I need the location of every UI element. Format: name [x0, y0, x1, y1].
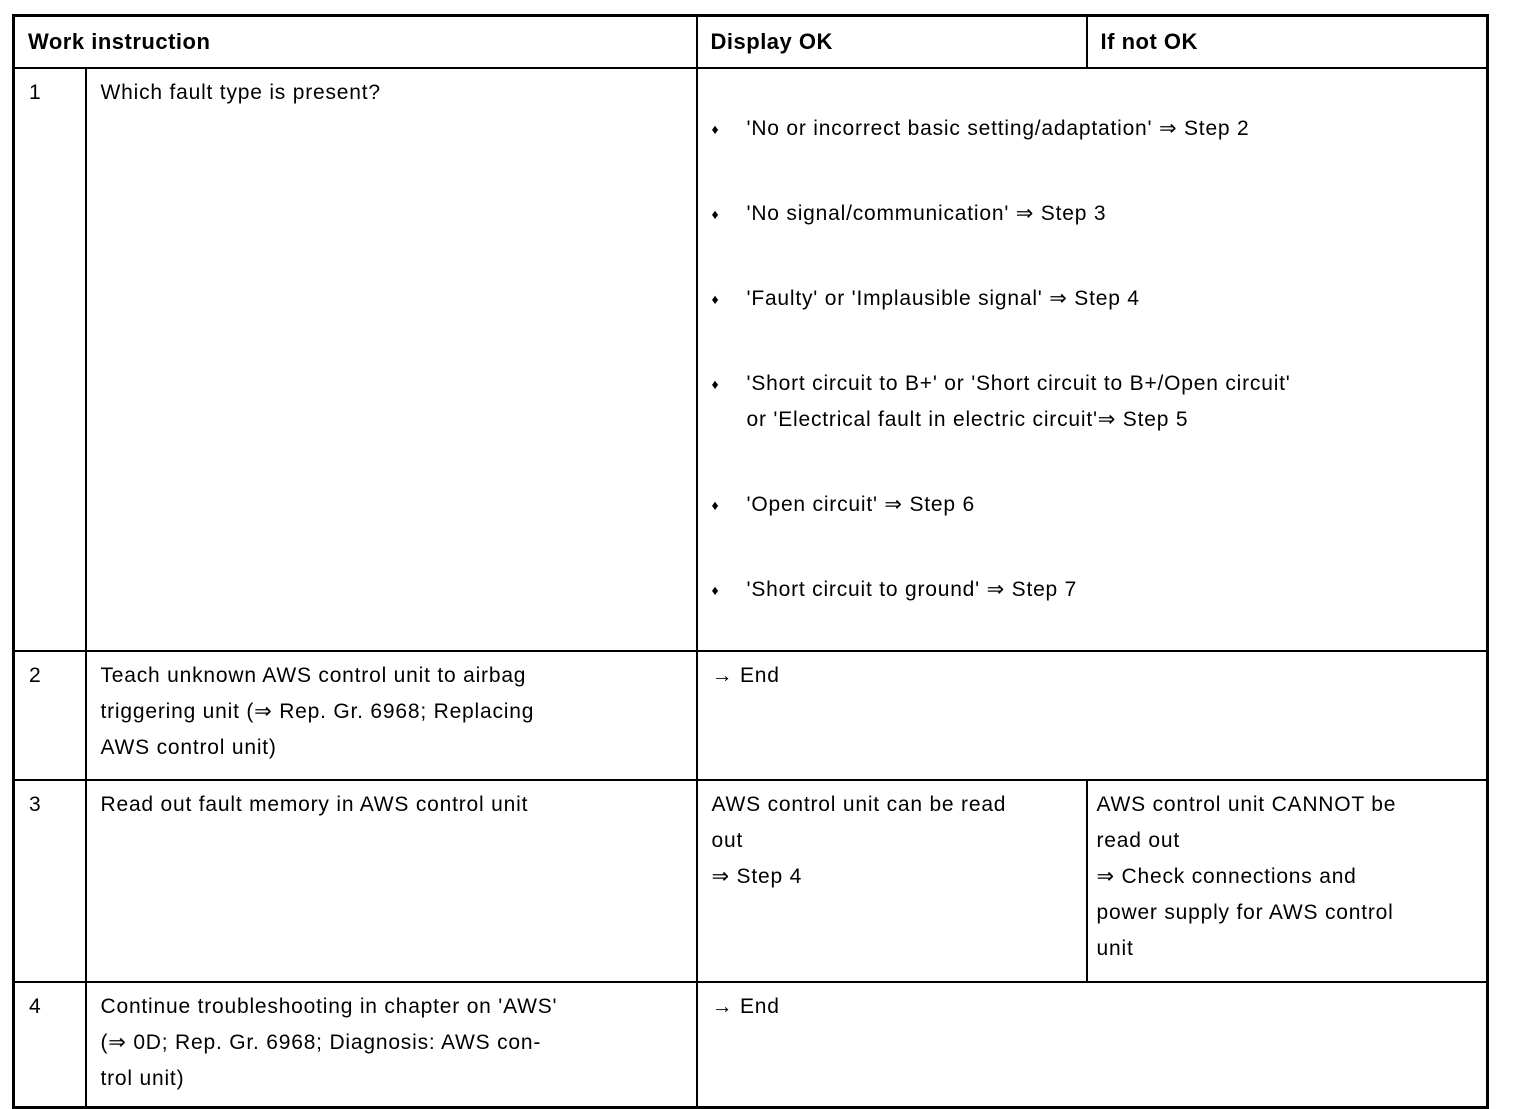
table-row-step-4: 4 Continue troubleshooting in chapter on…: [12, 980, 1489, 1109]
fault-type-option-text: 'No or incorrect basic setting/adaptatio…: [746, 116, 1250, 140]
table-row-step-3: 3 Read out fault memory in AWS control u…: [12, 778, 1489, 983]
display-ok-cell: ♦ 'No or incorrect basic setting/adaptat…: [695, 66, 1489, 652]
fault-type-option: ♦ 'No or incorrect basic setting/adaptat…: [712, 111, 1477, 147]
instruction-text: Which fault type is present?: [84, 66, 698, 652]
col-header-display-ok: Display OK: [695, 14, 1088, 69]
diamond-bullet-icon: ♦: [711, 496, 719, 513]
col-header-work-instruction: Work instruction: [12, 14, 698, 69]
step-number: 2: [12, 649, 87, 781]
col-header-if-not-ok: If not OK: [1085, 14, 1489, 69]
diamond-bullet-icon: ♦: [711, 375, 719, 392]
fault-type-option-text: 'Open circuit' ⇒ Step 6: [746, 492, 975, 516]
fault-type-option: ♦ 'Faulty' or 'Implausible signal' ⇒ Ste…: [712, 281, 1477, 317]
diamond-bullet-icon: ♦: [711, 581, 719, 598]
fault-type-option: ♦ 'Short circuit to ground' ⇒ Step 7: [712, 572, 1477, 608]
step-number: 3: [12, 778, 87, 983]
instruction-text: Continue troubleshooting in chapter on '…: [84, 980, 698, 1109]
instruction-text: Read out fault memory in AWS control uni…: [84, 778, 698, 983]
if-not-ok-cell: AWS control unit CANNOT be read out ⇒ Ch…: [1085, 778, 1489, 983]
result-cell: → End: [695, 649, 1489, 781]
fault-type-option-text: 'Faulty' or 'Implausible signal' ⇒ Step …: [746, 286, 1140, 310]
fault-type-option: ♦ 'Open circuit' ⇒ Step 6: [712, 487, 1477, 523]
diamond-bullet-icon: ♦: [711, 205, 719, 222]
display-ok-cell: AWS control unit can be read out ⇒ Step …: [695, 778, 1088, 983]
step-number: 1: [12, 66, 87, 652]
table-row-step-2: 2 Teach unknown AWS control unit to airb…: [12, 649, 1489, 781]
diamond-bullet-icon: ♦: [711, 290, 719, 307]
troubleshooting-table: Work instruction Display OK If not OK 1 …: [12, 14, 1490, 1109]
troubleshooting-table-container: Work instruction Display OK If not OK 1 …: [12, 14, 1490, 1109]
step-number: 4: [12, 980, 87, 1109]
header-row: Work instruction Display OK If not OK: [12, 14, 1489, 69]
fault-type-option: ♦ 'Short circuit to B+' or 'Short circui…: [712, 366, 1477, 438]
table-row-step-1: 1 Which fault type is present? ♦ 'No or …: [12, 66, 1489, 652]
instruction-text: Teach unknown AWS control unit to airbag…: [84, 649, 698, 781]
fault-type-option: ♦ 'No signal/communication' ⇒ Step 3: [712, 196, 1477, 232]
fault-type-option-text: 'No signal/communication' ⇒ Step 3: [746, 201, 1107, 225]
fault-type-option-text: 'Short circuit to ground' ⇒ Step 7: [746, 577, 1078, 601]
result-cell: → End: [695, 980, 1489, 1109]
diamond-bullet-icon: ♦: [711, 120, 719, 137]
fault-type-option-text: 'Short circuit to B+' or 'Short circuit …: [746, 371, 1291, 431]
